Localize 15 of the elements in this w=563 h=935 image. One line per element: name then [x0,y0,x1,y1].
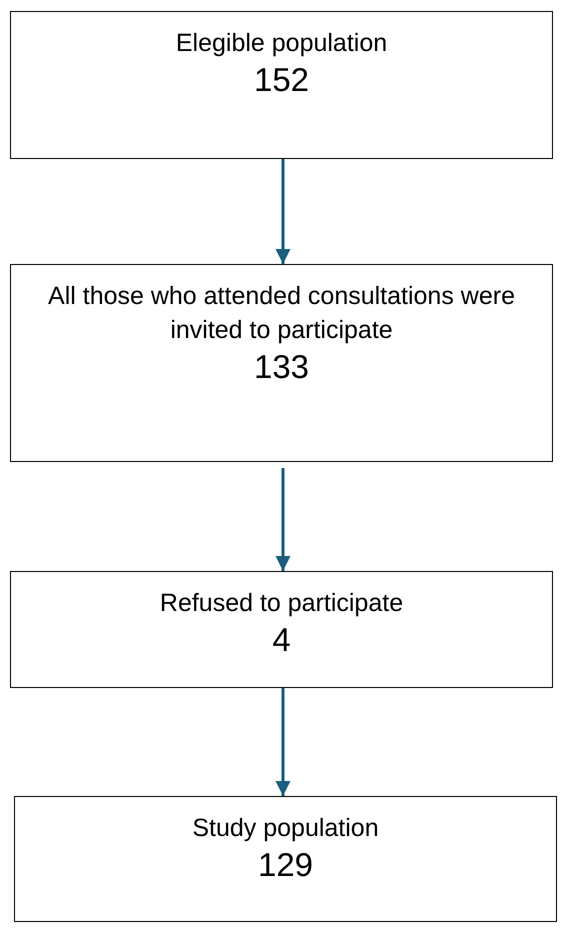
count-number: 152 [254,60,310,100]
count-number: 4 [272,620,291,660]
arrow [276,468,290,571]
process-box [10,264,553,462]
count-number: 129 [258,845,314,885]
process-box [10,11,553,159]
arrow [276,688,290,796]
process-box [14,796,557,922]
box-heading: Elegible population [176,28,388,59]
count-number: 133 [254,347,310,387]
box-heading: Study population [192,813,379,844]
arrow [276,159,290,264]
process-box [10,571,553,688]
box-heading: All those who attended consultations were invited to participate [47,281,516,346]
box-heading: Refused to participate [160,588,404,619]
